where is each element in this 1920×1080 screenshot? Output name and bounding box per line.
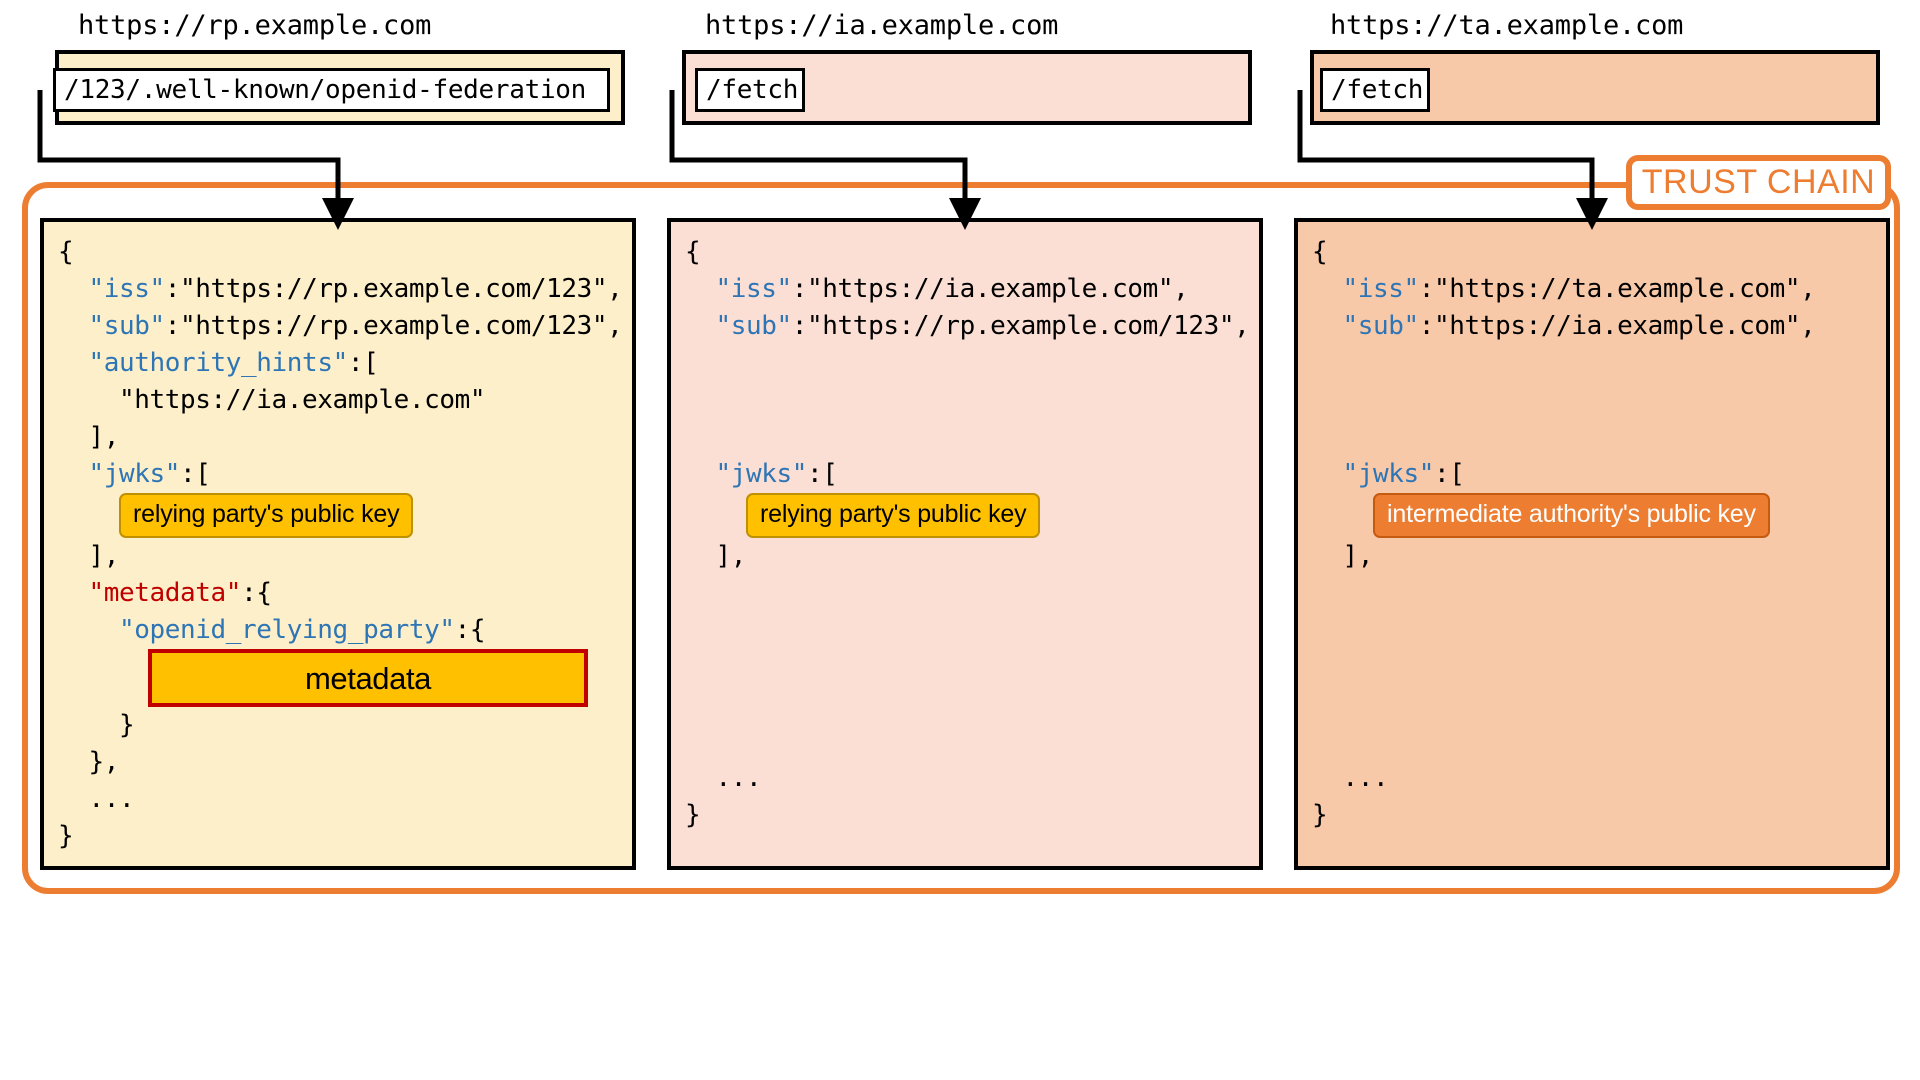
code-line-blank <box>671 382 1259 419</box>
json-value: :"https://ia.example.com", <box>1418 311 1816 341</box>
code-line-keyvalue: "jwks":[ <box>1298 456 1886 493</box>
public-key-pill: relying party's public key <box>119 493 414 538</box>
code-line-blank <box>1298 723 1886 760</box>
domain-label-ia: https://ia.example.com <box>705 10 1059 41</box>
code-line-keyvalue: "iss":"https://ta.example.com", <box>1298 271 1886 308</box>
entity-statement-ia: { "iss":"https://ia.example.com", "sub":… <box>667 218 1263 870</box>
code-line-blank <box>1298 419 1886 456</box>
code-line-blank <box>1298 382 1886 419</box>
json-key: "sub" <box>1342 311 1420 341</box>
domain-label-ta: https://ta.example.com <box>1330 10 1684 41</box>
public-key-highlight-row: intermediate authority's public key <box>1298 493 1886 538</box>
public-key-pill: intermediate authority's public key <box>1373 493 1770 538</box>
code-line-blank <box>1298 575 1886 612</box>
code-line: { <box>1312 237 1328 267</box>
public-key-highlight-row: relying party's public key <box>671 493 1259 538</box>
code-line: ], <box>685 541 747 571</box>
endpoint-chip-ia[interactable]: /fetch <box>695 68 805 112</box>
json-value: :"https://rp.example.com/123", <box>791 311 1250 341</box>
json-key: "iss" <box>88 274 166 304</box>
json-key: "jwks" <box>715 459 808 489</box>
endpoint-chip-rp[interactable]: /123/.well-known/openid-federation <box>53 68 610 112</box>
code-line-blank <box>671 345 1259 382</box>
code-line: ... <box>685 763 762 793</box>
code-line-blank <box>1298 345 1886 382</box>
code-line-blank <box>671 686 1259 723</box>
code-line-keyvalue: "sub":"https://ia.example.com", <box>1298 308 1886 345</box>
json-key: "sub" <box>88 311 166 341</box>
statement-body: { "iss":"https://rp.example.com/123", "s… <box>44 222 632 855</box>
metadata-placeholder: metadata <box>148 649 588 707</box>
json-value: :"https://ia.example.com", <box>791 274 1189 304</box>
code-line-keyvalue: "metadata":{ <box>44 575 632 612</box>
code-line-keyvalue: "sub":"https://rp.example.com/123", <box>44 308 632 345</box>
code-line-blank <box>1298 649 1886 686</box>
json-key: "sub" <box>715 311 793 341</box>
code-line-blank <box>671 575 1259 612</box>
entity-statement-ta: { "iss":"https://ta.example.com", "sub":… <box>1294 218 1890 870</box>
code-line-blank <box>671 612 1259 649</box>
code-line: ... <box>1312 763 1389 793</box>
code-line-blank <box>1298 612 1886 649</box>
entity-statement-rp: { "iss":"https://rp.example.com/123", "s… <box>40 218 636 870</box>
code-line: } <box>58 821 74 851</box>
json-key: "metadata" <box>88 578 242 608</box>
code-line-keyvalue: "sub":"https://rp.example.com/123", <box>671 308 1259 345</box>
code-line: } <box>1312 800 1328 830</box>
code-line-blank <box>671 649 1259 686</box>
code-line: ... <box>58 784 135 814</box>
code-line-keyvalue: "openid_relying_party":{ <box>44 612 632 649</box>
json-value: :[ <box>180 459 211 489</box>
code-line-keyvalue: "iss":"https://rp.example.com/123", <box>44 271 632 308</box>
indent-spacer <box>685 500 746 530</box>
endpoint-chip-ta[interactable]: /fetch <box>1320 68 1430 112</box>
code-line: ], <box>58 541 120 571</box>
json-key: "authority_hints" <box>88 348 349 378</box>
json-value: :"https://rp.example.com/123", <box>164 274 623 304</box>
indent-spacer <box>58 500 119 530</box>
code-line: ], <box>1312 541 1374 571</box>
json-value: :{ <box>241 578 272 608</box>
code-line: } <box>58 710 135 740</box>
trust-chain-label: TRUST CHAIN <box>1626 155 1891 210</box>
public-key-highlight-row: relying party's public key <box>44 493 632 538</box>
code-line: }, <box>58 747 120 777</box>
code-line-blank <box>671 723 1259 760</box>
domain-label-rp: https://rp.example.com <box>78 10 432 41</box>
json-key: "iss" <box>715 274 793 304</box>
json-key: "openid_relying_party" <box>119 615 455 645</box>
code-line-keyvalue: "authority_hints":[ <box>44 345 632 382</box>
json-value: :"https://ta.example.com", <box>1418 274 1816 304</box>
code-line: { <box>58 237 74 267</box>
statement-body: { "iss":"https://ia.example.com", "sub":… <box>671 222 1259 834</box>
json-value: :{ <box>454 615 486 645</box>
json-value: :[ <box>1434 459 1465 489</box>
code-line-blank <box>671 419 1259 456</box>
code-line-keyvalue: "jwks":[ <box>44 456 632 493</box>
json-value: :[ <box>807 459 838 489</box>
json-value: :"https://rp.example.com/123", <box>164 311 623 341</box>
statement-body: { "iss":"https://ta.example.com", "sub":… <box>1298 222 1886 834</box>
code-line: "https://ia.example.com" <box>58 385 486 415</box>
code-line: { <box>685 237 701 267</box>
json-value: :[ <box>347 348 379 378</box>
json-key: "iss" <box>1342 274 1420 304</box>
public-key-pill: relying party's public key <box>746 493 1041 538</box>
code-line-keyvalue: "jwks":[ <box>671 456 1259 493</box>
code-line-blank <box>1298 686 1886 723</box>
metadata-block-row: metadata <box>44 649 632 707</box>
code-line-keyvalue: "iss":"https://ia.example.com", <box>671 271 1259 308</box>
code-line: } <box>685 800 701 830</box>
indent-spacer <box>1312 500 1373 530</box>
json-key: "jwks" <box>1342 459 1435 489</box>
code-line: ], <box>58 422 120 452</box>
json-key: "jwks" <box>88 459 181 489</box>
